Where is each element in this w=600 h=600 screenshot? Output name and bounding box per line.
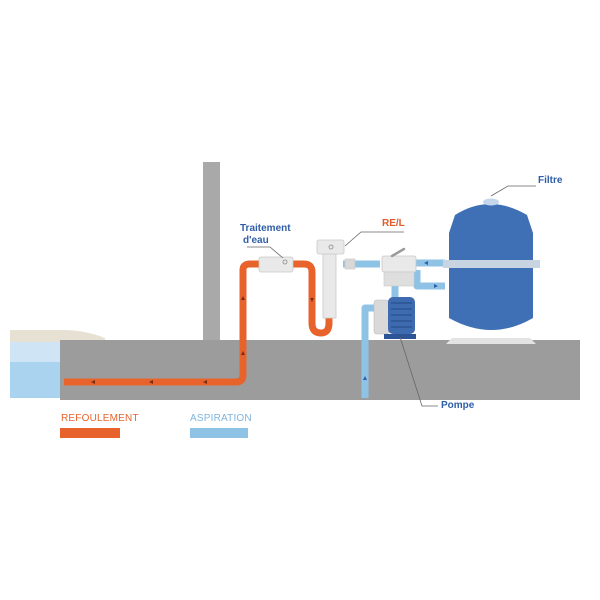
pool-water-surface — [10, 342, 62, 362]
rel-leader-line — [344, 231, 404, 247]
pool-water — [10, 362, 62, 398]
traitement-leader-line — [247, 246, 284, 259]
legend-swatch-refoulement — [60, 428, 120, 438]
leader-lines — [247, 185, 536, 407]
legend-label-refoulement: REFOULEMENT — [61, 413, 139, 424]
aspiration-pipe-filter-return — [413, 270, 445, 290]
ground-slab — [60, 340, 580, 400]
label-filtre: Filtre — [538, 175, 563, 186]
water-treatment-unit — [258, 256, 294, 273]
legend-label-aspiration: ASPIRATION — [190, 413, 252, 424]
label-rel: RE/L — [382, 218, 405, 229]
refoulement-pipe-treatment — [289, 260, 333, 337]
label-traitement-line1: Traitement — [240, 223, 291, 234]
legend-swatch-aspiration — [190, 428, 248, 438]
refoulement-pipes — [64, 260, 333, 386]
label-pompe: Pompe — [441, 400, 475, 411]
filter-base — [446, 338, 536, 344]
pompe-leader-line — [399, 336, 438, 407]
sand-filter — [443, 198, 540, 330]
pump — [373, 297, 416, 339]
pool-deck — [10, 330, 105, 342]
multiport-valve — [381, 247, 417, 287]
filtre-leader-line — [490, 185, 536, 197]
pool — [10, 330, 105, 398]
label-traitement-line2: d'eau — [243, 235, 269, 246]
rel-regulator — [316, 239, 356, 319]
refoulement-pipe-pool — [64, 260, 263, 386]
wall — [203, 162, 220, 340]
